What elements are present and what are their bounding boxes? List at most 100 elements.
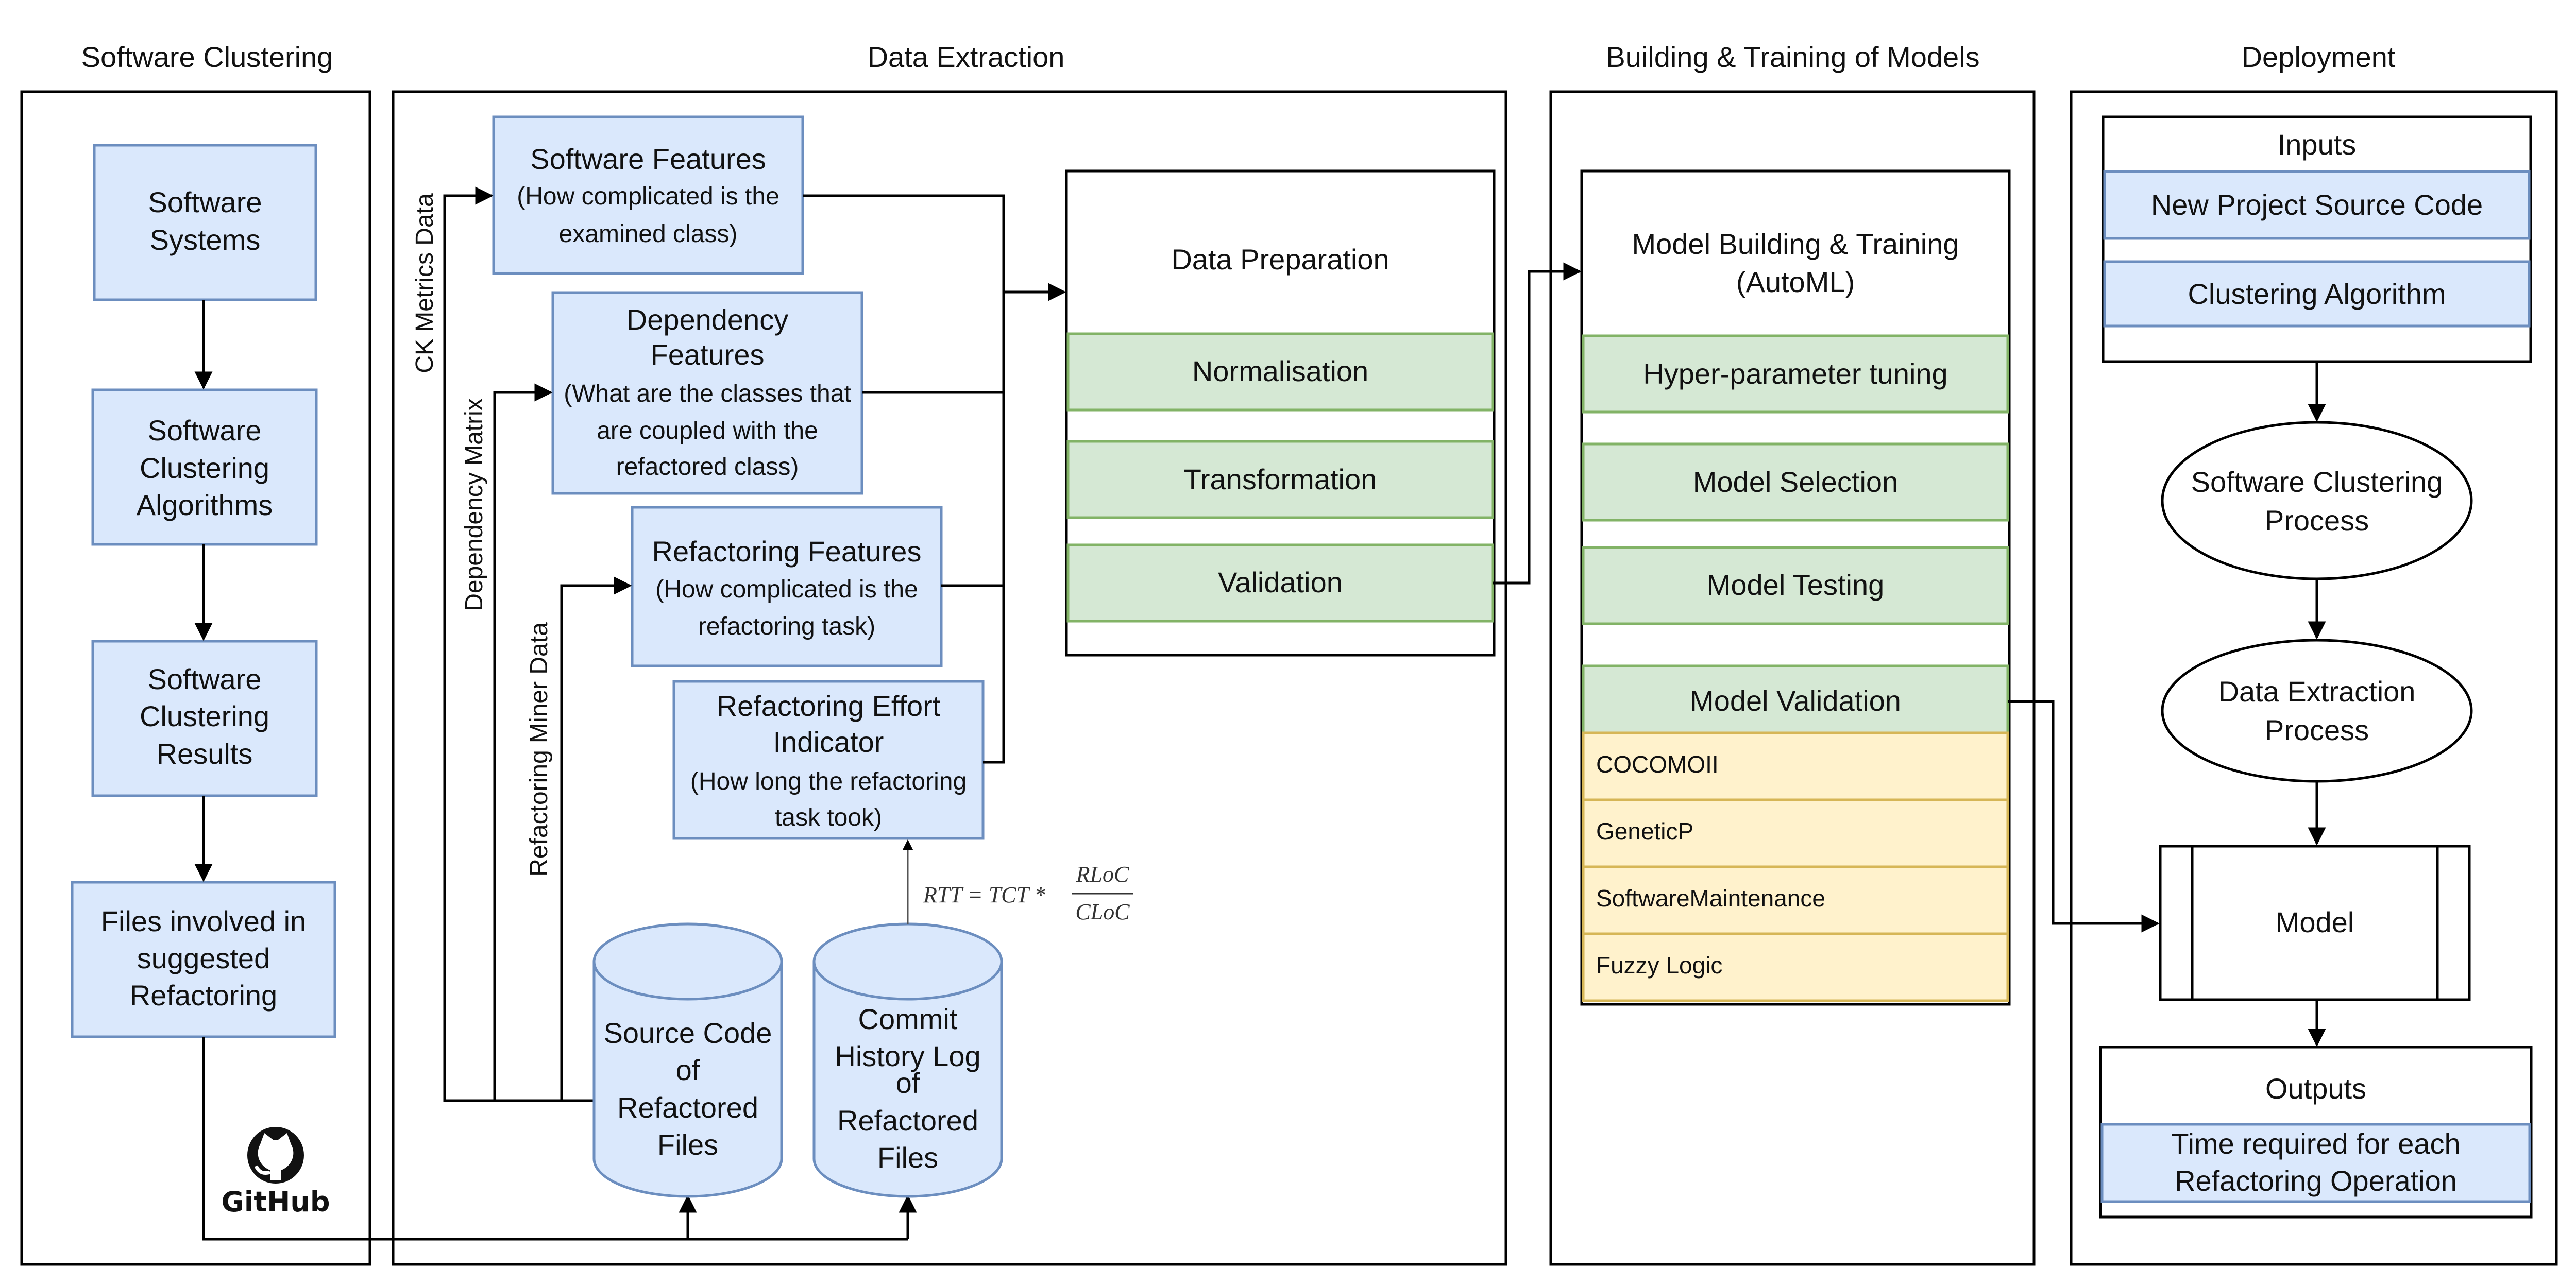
model-label: Model: [2276, 906, 2354, 938]
refactoring-miner-label: Refactoring Miner Data: [526, 622, 553, 877]
software-features-desc-line1: (How complicated is the: [517, 183, 779, 210]
model-building-box: Model Building & Training (AutoML) Hyper…: [1580, 169, 2011, 1006]
formula-denominator: CLoC: [1075, 899, 1130, 924]
outputs-title: Outputs: [2265, 1072, 2366, 1105]
outputs-box: Outputs Time required for each Refactori…: [2099, 1046, 2533, 1219]
refactoring-features-title: Refactoring Features: [652, 535, 922, 568]
commit-history-db-line4: Refactored: [837, 1104, 978, 1137]
step-normalisation-label: Normalisation: [1192, 355, 1368, 387]
clustering-results-line2: Clustering: [140, 700, 269, 732]
step-validation-label: Validation: [1218, 566, 1343, 598]
step-transformation-label: Transformation: [1184, 463, 1377, 495]
validation-model-software-maintenance-label: SoftwareMaintenance: [1596, 885, 1825, 912]
software-features-box: Software Features (How complicated is th…: [492, 115, 804, 275]
commit-history-db-line3: of: [896, 1067, 920, 1099]
validation-model-geneticp: [1582, 798, 2009, 868]
dependency-features-desc-line3: refactored class): [616, 453, 799, 481]
validation-model-fuzzy-logic: [1582, 932, 2009, 1002]
files-involved-box: Files involved in suggested Refactoring: [71, 881, 336, 1038]
step-model-testing: [1582, 546, 2009, 625]
validation-model-fuzzy-logic-label: Fuzzy Logic: [1596, 952, 1722, 979]
clustering-algorithms-line3: Algorithms: [137, 489, 273, 521]
validation-model-geneticp-label: GeneticP: [1596, 818, 1693, 845]
software-systems-line1: Software: [148, 186, 262, 218]
refactoring-features-box: Refactoring Features (How complicated is…: [631, 506, 943, 667]
connector-features-bus: [803, 194, 1005, 764]
dependency-features-title-line2: Features: [651, 338, 765, 371]
clustering-algorithms-line2: Clustering: [140, 452, 269, 484]
software-clustering-process-line1: Software Clustering: [2191, 466, 2443, 498]
clustering-algorithms-line1: Software: [148, 414, 262, 447]
effort-indicator-box: Refactoring Effort Indicator (How long t…: [672, 680, 985, 840]
dependency-features-title-line1: Dependency: [626, 303, 788, 336]
step-transformation: [1066, 440, 1494, 519]
step-model-validation-label: Model Validation: [1690, 684, 1901, 717]
commit-history-db-line2: History Log: [835, 1040, 980, 1072]
step-model-validation: [1582, 664, 2009, 734]
panel-title-software-clustering: Software Clustering: [81, 41, 333, 73]
model-box: Model: [2159, 845, 2471, 1001]
data-extraction-process-line1: Data Extraction: [2218, 675, 2416, 708]
files-involved-line1: Files involved in: [101, 905, 306, 937]
validation-model-cocomoii: [1582, 731, 2009, 801]
source-code-db-line3: Refactored: [617, 1091, 758, 1124]
connector-ck-metrics: [443, 186, 594, 1102]
data-preparation-box: Data Preparation Normalisation Transform…: [1065, 169, 1496, 657]
software-clustering-process: Software Clustering Process: [2161, 421, 2473, 580]
model-building-title-line2: (AutoML): [1736, 266, 1855, 298]
software-clustering-process-line2: Process: [2265, 504, 2369, 537]
inputs-box: Inputs New Project Source Code Clusterin…: [2102, 115, 2532, 363]
arrow-preparation-to-model-building: [1493, 262, 1582, 585]
validation-model-cocomoii-label: COCOMOII: [1596, 751, 1719, 778]
panel-software-clustering: [20, 90, 371, 1266]
step-hyperparameter-tuning-label: Hyper-parameter tuning: [1643, 357, 1947, 390]
source-code-db-line2: of: [676, 1054, 700, 1086]
github-logo: GitHub: [222, 1127, 330, 1218]
step-normalisation: [1066, 332, 1494, 412]
commit-history-db-line1: Commit: [858, 1003, 958, 1035]
commit-history-database: Commit History Log of Refactored Files: [812, 922, 1003, 1198]
inputs-title: Inputs: [2278, 128, 2357, 161]
software-features-title: Software Features: [530, 143, 766, 175]
panel-title-building-training: Building & Training of Models: [1606, 41, 1979, 73]
formula-lhs: RTT = TCT *: [923, 882, 1045, 907]
model-building-title-line1: Model Building & Training: [1632, 228, 1959, 260]
rtt-formula: RTT = TCT * RLoC CLoC: [923, 862, 1133, 924]
software-systems-line2: Systems: [150, 224, 261, 256]
formula-numerator: RLoC: [1076, 862, 1129, 887]
output-refactoring-time-line2: Refactoring Operation: [2175, 1164, 2457, 1197]
step-hyperparameter-tuning: [1582, 334, 2009, 414]
dependency-matrix-label: Dependency Matrix: [461, 398, 488, 611]
clustering-results-line1: Software: [148, 663, 262, 695]
dependency-features-box: Dependency Features (What are the classe…: [551, 291, 863, 495]
commit-history-db-line5: Files: [877, 1141, 938, 1174]
dependency-features-desc-line1: (What are the classes that: [564, 380, 851, 407]
panel-deployment: [2070, 90, 2558, 1266]
panel-title-deployment: Deployment: [2242, 41, 2396, 73]
connector-files-to-databases: [202, 1037, 908, 1241]
clustering-results-box: Software Clustering Results: [91, 640, 318, 797]
step-model-selection-label: Model Selection: [1693, 466, 1898, 498]
output-refactoring-time-line1: Time required for each: [2171, 1127, 2460, 1160]
output-refactoring-time: [2100, 1123, 2531, 1203]
files-involved-line3: Refactoring: [130, 979, 277, 1012]
dependency-features-desc-line2: are coupled with the: [597, 417, 818, 444]
step-validation: [1066, 543, 1494, 623]
input-clustering-algorithm: [2103, 260, 2531, 328]
input-clustering-algorithm-label: Clustering Algorithm: [2188, 278, 2446, 310]
panel-title-data-extraction: Data Extraction: [868, 41, 1065, 73]
data-preparation-title: Data Preparation: [1171, 243, 1389, 276]
clustering-results-line3: Results: [157, 738, 253, 770]
effort-indicator-title-line1: Refactoring Effort: [717, 690, 941, 722]
effort-indicator-title-line2: Indicator: [773, 726, 884, 758]
step-model-testing-label: Model Testing: [1707, 569, 1885, 601]
step-model-selection: [1582, 442, 2009, 522]
effort-indicator-desc-line2: task took): [775, 804, 882, 831]
files-involved-line2: suggested: [137, 942, 270, 974]
source-code-db-line4: Files: [657, 1128, 718, 1161]
effort-indicator-desc-line1: (How long the refactoring: [690, 768, 967, 795]
connector-refactoring-miner: [560, 576, 632, 1101]
software-features-desc-line2: examined class): [559, 220, 738, 248]
refactoring-features-desc-line2: refactoring task): [698, 613, 875, 640]
